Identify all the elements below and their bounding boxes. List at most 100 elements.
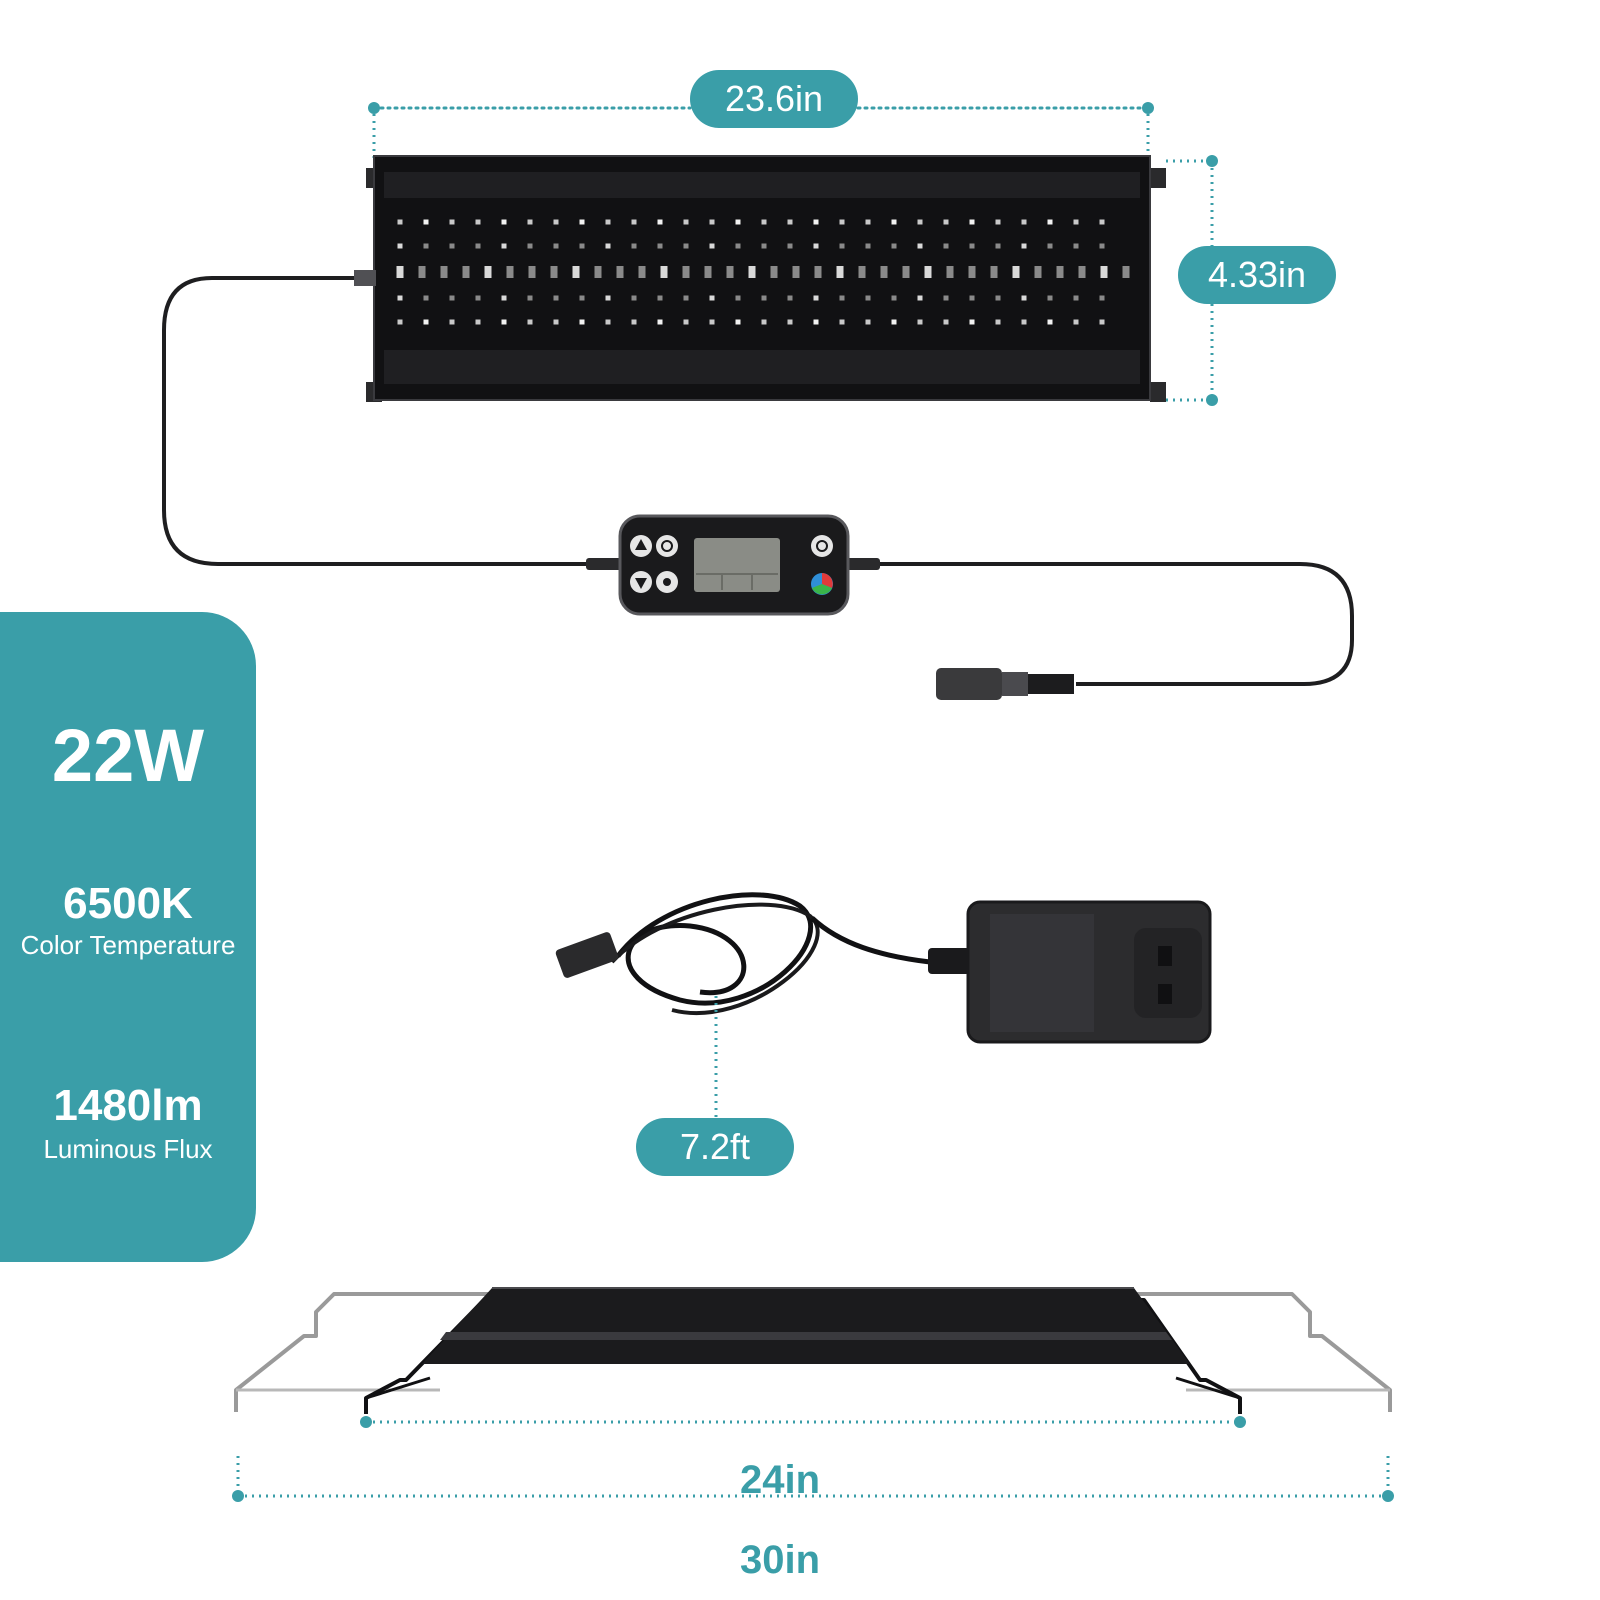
led-chip [924,266,932,278]
bracket-min-guide [360,1416,1246,1428]
led-chip [917,219,923,225]
led-chip [475,243,481,249]
led-chip [527,219,533,225]
led-chip [946,266,954,278]
led-chip [943,219,949,225]
led-chip [605,219,611,225]
led-chip [1100,266,1108,278]
led-chip [891,295,897,301]
led-chip [594,266,602,278]
led-chip [449,219,455,225]
remote-controller-icon [586,514,880,616]
led-chip [1021,219,1027,225]
led-chip [631,243,637,249]
led-chip [969,295,975,301]
led-chip [761,295,767,301]
luminous-flux-label: Luminous Flux [43,1134,213,1164]
led-chip [1021,243,1027,249]
led-chip [449,319,455,325]
led-chip [709,319,715,325]
led-chip [449,243,455,249]
led-chip [657,319,663,325]
led-chip [1078,266,1086,278]
led-chip [969,243,975,249]
led-chip [735,319,741,325]
led-chip [579,319,585,325]
led-chip [709,295,715,301]
led-chip [397,243,403,249]
width-dimension-guide [368,102,1154,158]
led-chip [501,219,507,225]
luminous-flux-value: 1480lm [53,1081,203,1130]
led-chip [1073,319,1079,325]
led-chip [709,219,715,225]
cord-length-label: 7.2ft [636,1118,794,1176]
led-chip [475,319,481,325]
led-chip [995,295,1001,301]
led-chip [735,295,741,301]
led-chip [506,266,514,278]
led-chip [397,219,403,225]
led-chip [770,266,778,278]
led-chip [1021,295,1027,301]
led-chip [813,295,819,301]
led-chip [995,319,1001,325]
led-chip [761,243,767,249]
led-chip [683,319,689,325]
led-chip [1099,295,1105,301]
led-chip [475,295,481,301]
led-chip [995,219,1001,225]
wattage-value: 22W [51,714,205,797]
led-chip [397,295,403,301]
color-temperature-label: Color Temperature [20,930,236,960]
led-chip [572,266,580,278]
led-chip [761,219,767,225]
led-chip [943,319,949,325]
spec-panel: 22W 6500K Color Temperature 1480lm Lumin… [0,612,256,1262]
led-chip [917,295,923,301]
led-chip [1012,266,1020,278]
led-chip [550,266,558,278]
led-chip [891,319,897,325]
light-width-label: 23.6in [690,70,858,128]
led-chip [579,295,585,301]
led-chip [527,243,533,249]
led-chip [638,266,646,278]
led-chip [865,319,871,325]
led-chip [484,266,492,278]
led-chip [735,243,741,249]
led-chip [813,219,819,225]
led-chip [616,266,624,278]
led-chip [990,266,998,278]
led-chip [631,319,637,325]
led-light-top-view [366,155,1166,402]
led-chip [462,266,470,278]
led-chip [1099,243,1105,249]
led-chip [865,219,871,225]
led-chip [683,295,689,301]
bracket-max-length-label: 30in [739,1538,821,1582]
led-chip [917,243,923,249]
led-chip [501,295,507,301]
led-chip [865,243,871,249]
led-chip [657,219,663,225]
led-chip [683,243,689,249]
bracket-min-length-label: 24in [739,1458,821,1502]
led-chip [969,319,975,325]
cable-grommet [354,270,376,286]
led-array [396,219,1130,325]
led-chip [1073,219,1079,225]
led-chip [917,319,923,325]
led-chip [726,266,734,278]
dc-connector [936,668,1074,700]
led-chip [709,243,715,249]
led-chip [657,243,663,249]
led-chip [553,319,559,325]
led-chip [839,295,845,301]
led-chip [1056,266,1064,278]
led-chip [880,266,888,278]
led-chip [683,219,689,225]
led-chip [943,295,949,301]
